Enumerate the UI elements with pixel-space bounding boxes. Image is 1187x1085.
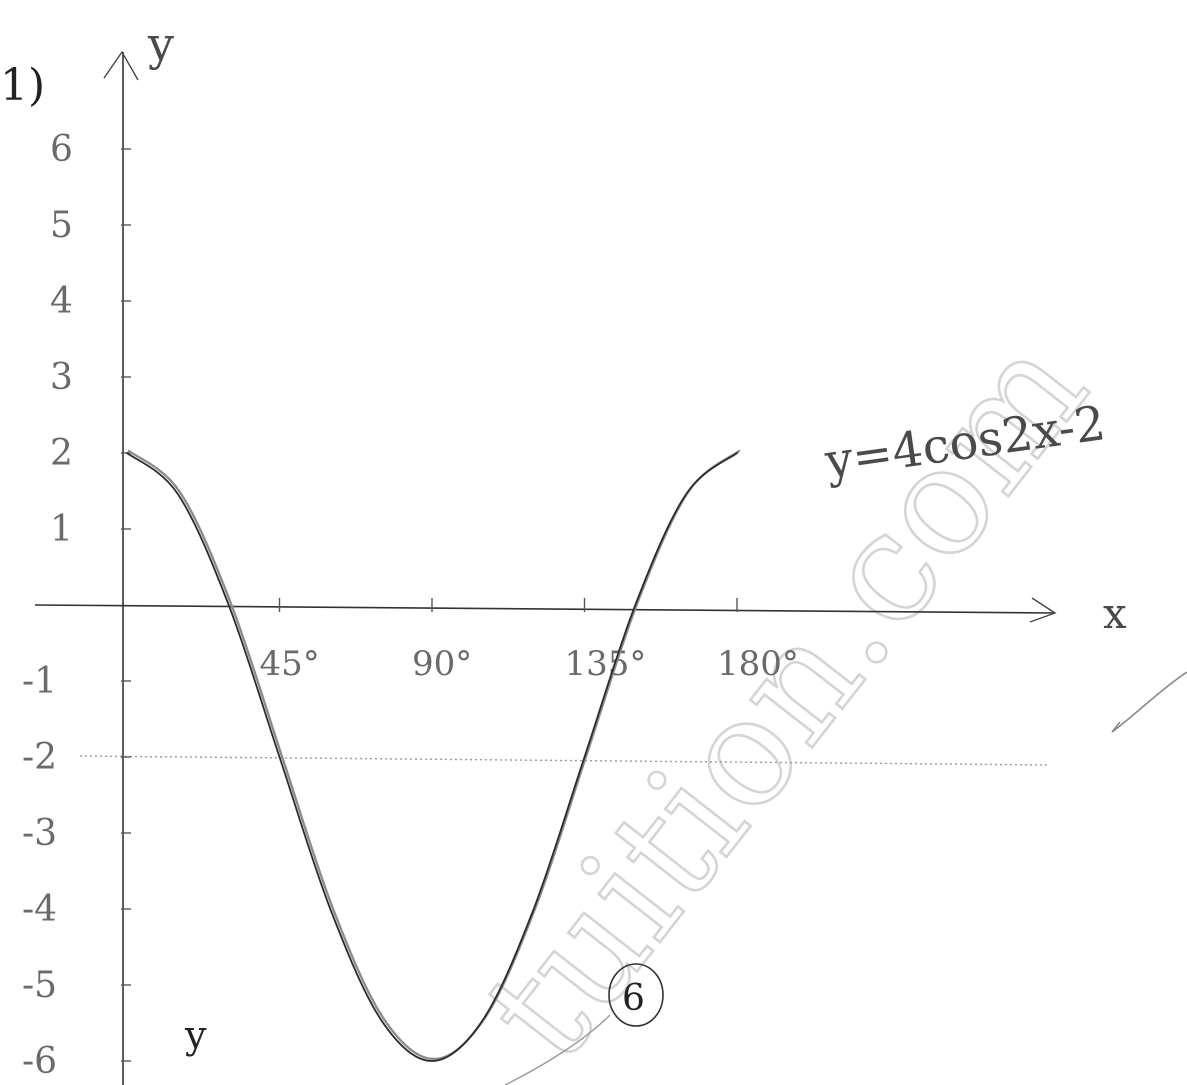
x-axis-arrow (1029, 597, 1057, 623)
y-axis-label: y (147, 17, 174, 71)
y-tick-label: -6 (22, 1041, 57, 1082)
curve-pencil-trace (127, 449, 741, 1061)
mark-circle: 6 (504, 963, 664, 1085)
y-tick-label: 5 (50, 205, 73, 246)
cosine-curve (126, 452, 738, 1062)
y-tick-label: 1 (50, 509, 73, 550)
x-tick-label: 180° (717, 644, 799, 684)
y-tick-label: 4 (50, 281, 73, 322)
y-tick-label: -2 (22, 737, 57, 778)
mark-pointer (504, 1014, 611, 1085)
y-ticks: 6 5 4 3 2 1 -1 -2 -3 -4 -5 -6 (22, 129, 131, 1082)
x-tick-label: 90° (412, 644, 472, 684)
x-ticks: 45° 90° 135° 180° (260, 598, 799, 684)
x-tick-label: 45° (260, 644, 320, 684)
y-tick-label: 6 (50, 129, 73, 170)
y-tick-label: -5 (22, 965, 57, 1006)
y-axis-arrow (103, 50, 139, 81)
x-axis (34, 604, 1056, 614)
y-tick-label: 3 (50, 357, 73, 398)
axes: x y (34, 17, 1127, 1085)
y-tick-label: -3 (22, 813, 57, 854)
y-tick-label: 2 (50, 433, 73, 474)
y-tick-label: -4 (22, 889, 57, 930)
x-tick-label: 135° (565, 644, 647, 684)
stray-y-mark: y (184, 1013, 207, 1057)
reference-line (79, 755, 1051, 766)
x-axis-label: x (1103, 589, 1127, 638)
question-number: 1) (0, 60, 45, 111)
mark-value: 6 (622, 978, 645, 1019)
check-mark (1111, 671, 1187, 733)
y-tick-label: -1 (22, 661, 57, 702)
